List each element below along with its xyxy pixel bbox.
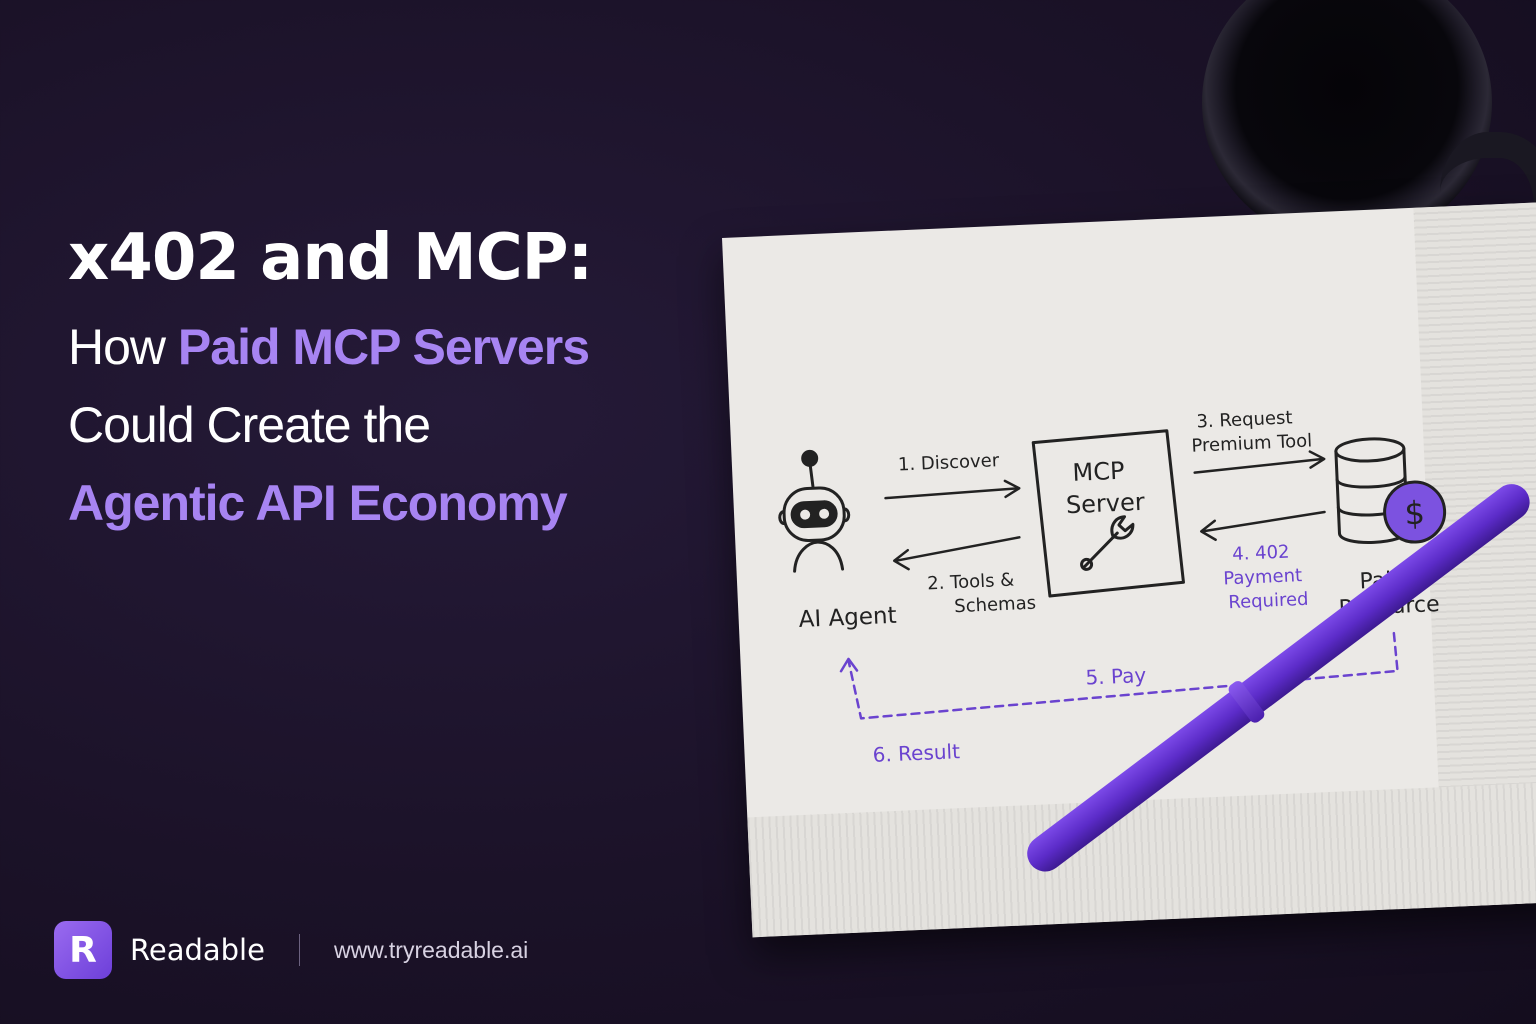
napkin: AI Agent 1. Discover 2. Tools & Schemas … — [722, 202, 1536, 938]
headline-line-2: Could Create the — [68, 396, 431, 453]
step-payment-line-2: Payment — [1223, 565, 1303, 589]
step-pay: 5. Pay — [1085, 663, 1147, 690]
request-arrow — [1193, 450, 1326, 474]
headline-line-1: How Paid MCP Servers — [68, 308, 592, 386]
server-label-line-2: Server — [1065, 488, 1145, 519]
brand-url: www.tryreadable.ai — [333, 936, 529, 963]
server-label-line-1: MCP — [1072, 457, 1125, 487]
tools-schemas-arrow — [892, 536, 1021, 571]
dollar-coin-icon: $ — [1383, 480, 1447, 544]
step-payment-line-3: Required — [1228, 589, 1309, 613]
headline-line-1-accent: Paid MCP Servers — [177, 318, 590, 375]
step-tools-line-2: Schemas — [954, 593, 1037, 618]
discover-arrow — [884, 479, 1021, 500]
step-tools-line-1: 2. Tools & — [927, 570, 1015, 595]
payment-required-arrow — [1200, 510, 1326, 542]
sketch-diagram: AI Agent 1. Discover 2. Tools & Schemas … — [778, 407, 1447, 767]
step-request-line-1: 3. Request — [1196, 407, 1293, 432]
headline-line-1-prefix: How — [68, 318, 178, 375]
readable-logo-icon: R — [54, 921, 112, 979]
coin-symbol: $ — [1404, 494, 1426, 533]
brand-name: Readable — [130, 933, 265, 967]
step-request-line-2: Premium Tool — [1191, 430, 1313, 456]
robot-icon — [778, 449, 851, 573]
headline-line-3-accent: Agentic API Economy — [68, 474, 568, 531]
step-discover: 1. Discover — [898, 450, 1001, 475]
pay-result-loop — [847, 631, 1399, 720]
headline-title: x402 and MCP: — [68, 221, 593, 295]
agent-label: AI Agent — [798, 603, 897, 633]
headline: x402 and MCP: How Paid MCP Servers Could… — [68, 221, 593, 542]
step-payment-line-1: 4. 402 — [1232, 542, 1290, 565]
step-result: 6. Result — [872, 739, 960, 767]
mcp-server-box: MCP Server — [1031, 429, 1185, 598]
brand-divider — [298, 934, 300, 966]
wrench-icon — [1080, 515, 1135, 571]
brand-footer: R Readable www.tryreadable.ai — [54, 920, 528, 980]
result-arrowhead — [839, 657, 859, 673]
